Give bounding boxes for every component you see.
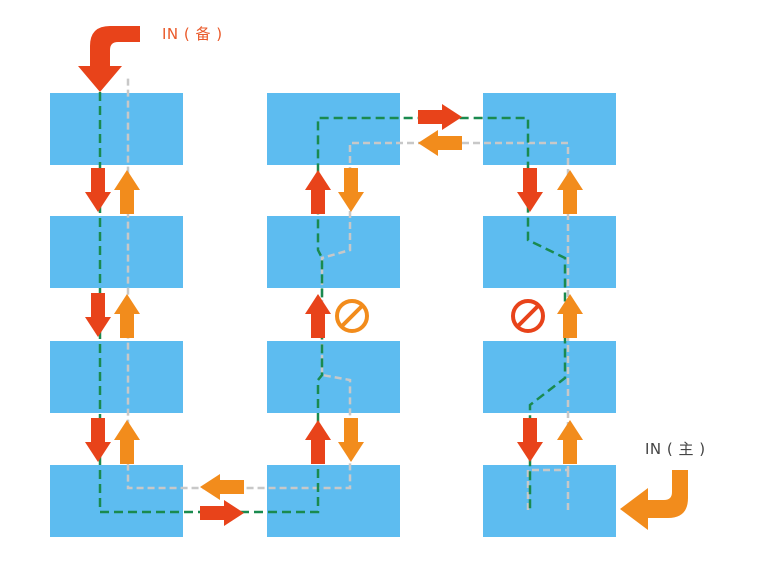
prohibited-sign-icon: [511, 299, 545, 333]
node-col2-row2: [267, 216, 400, 288]
arrow-up-icon: [114, 170, 140, 214]
arrow-right-icon: [418, 104, 462, 130]
node-col1-row2: [50, 216, 183, 288]
arrow-down-icon: [338, 418, 364, 462]
arrow-up-icon: [305, 170, 331, 214]
prohibited-sign-icon: [335, 299, 369, 333]
col1-down-arrows: [85, 168, 111, 462]
node-col3-row3: [483, 341, 616, 413]
arrow-left-icon: [418, 130, 462, 156]
label-in-backup: IN ( 备 ): [162, 25, 223, 43]
arrow-down-icon: [85, 293, 111, 337]
node-col2-row4: [267, 465, 400, 537]
node-col2-row3: [267, 341, 400, 413]
label-in-main: IN ( 主 ): [645, 440, 706, 458]
arrow-up-icon: [557, 294, 583, 338]
arrow-up-icon: [557, 170, 583, 214]
node-col3-row2: [483, 216, 616, 288]
main-path-gray: [126, 78, 570, 510]
bent-arrow-left-icon: [620, 470, 688, 530]
node-col1-row4: [50, 465, 183, 537]
bent-arrow-down-icon: [78, 26, 140, 92]
node-boxes: [50, 93, 616, 537]
node-col1-row3: [50, 341, 183, 413]
arrow-up-icon: [557, 420, 583, 464]
arrow-down-icon: [517, 168, 543, 212]
node-col2-row1: [267, 93, 400, 165]
node-col3-row4: [483, 465, 616, 537]
arrow-down-icon: [85, 168, 111, 212]
arrow-down-icon: [338, 168, 364, 212]
arrow-left-icon: [200, 474, 244, 500]
arrow-down-icon: [85, 418, 111, 462]
node-col1-row1: [50, 93, 183, 165]
arrow-up-icon: [114, 294, 140, 338]
col3-up-arrows: [557, 170, 583, 464]
arrow-down-icon: [517, 418, 543, 462]
arrow-right-icon: [200, 500, 244, 526]
arrow-up-icon: [305, 294, 331, 338]
arrow-up-icon: [305, 420, 331, 464]
arrow-up-icon: [114, 420, 140, 464]
node-col3-row1: [483, 93, 616, 165]
